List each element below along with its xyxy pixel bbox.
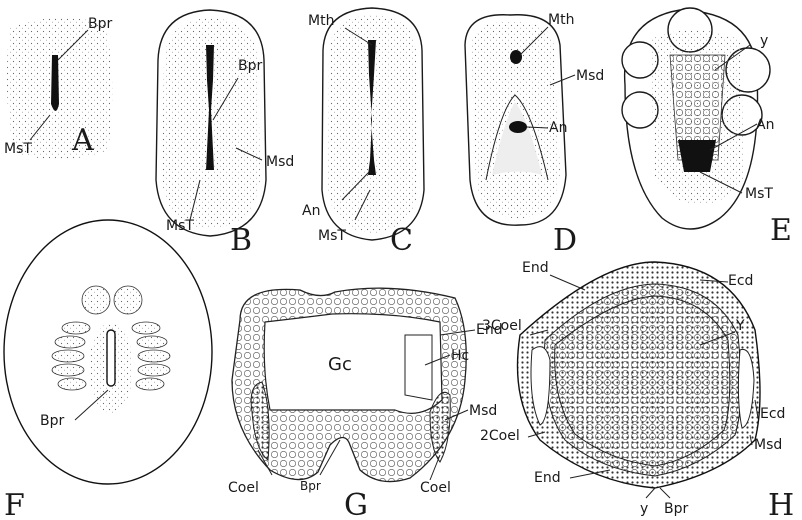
label-h-Y: Y: [735, 318, 745, 334]
label-g-coel-left: Coel: [228, 480, 259, 496]
label-g-gc: Gc: [328, 354, 352, 375]
gut-e: [678, 140, 716, 172]
label-g-msd: Msd: [469, 403, 497, 419]
figure-letter-e: E: [770, 213, 792, 248]
label-c-mth: Mth: [308, 13, 334, 29]
label-a-bpr: Bpr: [88, 16, 112, 32]
label-h-msd: Msd: [754, 437, 782, 453]
figure-e: y An MsT E: [622, 8, 792, 248]
label-a-mst: MsT: [4, 141, 32, 157]
figure-letter-b: B: [230, 223, 252, 258]
figure-h: End Ecd 3Coel Y Ecd 2Coel Msd End y Bpr …: [480, 260, 794, 520]
label-h-bpr: Bpr: [664, 501, 688, 517]
figure-b: Bpr Msd MsT B: [156, 10, 294, 258]
label-b-bpr: Bpr: [238, 58, 262, 74]
figure-letter-h: H: [768, 488, 794, 520]
label-e-y: y: [760, 33, 768, 49]
label-h-ecd-top: Ecd: [728, 273, 753, 289]
label-g-bpr: Bpr: [300, 479, 321, 493]
blastopore-f: [107, 330, 115, 386]
label-h-ecd-right: Ecd: [760, 406, 785, 422]
mouth-d: [510, 50, 522, 64]
label-h-y: y: [640, 501, 648, 517]
label-d-mth: Mth: [548, 12, 574, 28]
label-d-an: An: [549, 120, 567, 136]
figure-g: Gc End Hc Msd Coel Coel Bpr G: [228, 288, 503, 520]
anus-d: [509, 121, 527, 133]
label-g-coel-right: Coel: [420, 480, 451, 496]
label-d-msd: Msd: [576, 68, 604, 84]
label-e-an: An: [756, 117, 774, 133]
figure-c: Mth An MsT C: [302, 8, 424, 258]
figure-letter-f: F: [4, 488, 25, 520]
label-h-end-top: End: [522, 260, 549, 276]
label-h-3coel: 3Coel: [482, 318, 522, 334]
label-h-2coel: 2Coel: [480, 428, 520, 444]
figure-a: Bpr MsT A: [4, 16, 112, 160]
figure-f: Bpr F: [4, 220, 212, 520]
figure-letter-a: A: [71, 123, 94, 158]
label-e-mst: MsT: [745, 186, 773, 202]
hydrocoel-g: [405, 335, 432, 400]
embryo-a-outline: [7, 18, 113, 160]
label-h-end-bot: End: [534, 470, 561, 486]
blastopore-a: [51, 55, 59, 111]
label-b-mst: MsT: [166, 218, 194, 234]
figure-letter-d: D: [553, 223, 577, 258]
label-c-mst: MsT: [318, 228, 346, 244]
figure-letter-c: C: [390, 223, 413, 258]
label-g-hc: Hc: [451, 348, 469, 364]
label-b-msd: Msd: [266, 154, 294, 170]
label-c-an: An: [302, 203, 320, 219]
figure-d: Mth Msd An D: [465, 12, 604, 258]
figure-letter-g: G: [344, 488, 368, 520]
label-f-bpr: Bpr: [40, 413, 64, 429]
